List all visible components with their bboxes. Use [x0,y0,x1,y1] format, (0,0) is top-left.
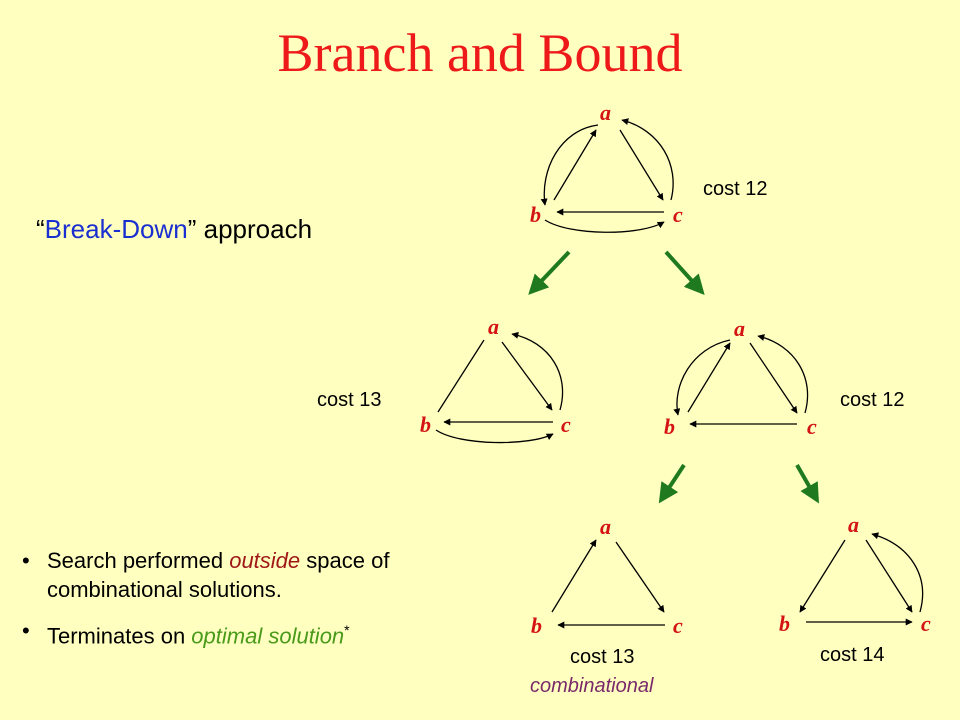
graph-node-leaf1: a b c cost 13 combinational [530,514,683,697]
bullet-item: • Search performed outside space of combi… [22,546,482,604]
edge-a-c [615,541,665,613]
graph-node-leaf2: a b c cost 14 [779,512,931,666]
bullet-emphasis: outside [229,548,301,573]
edge-c-a [871,532,924,613]
branch-arrow-left [528,250,571,295]
page-title: Branch and Bound [277,23,683,83]
vertex-label-a: a [600,100,611,125]
vertex-label-a: a [488,314,499,339]
approach-quoted: Break-Down [44,214,188,244]
edge-a-b [673,339,731,416]
bullet-text: space of combinational solutions. [47,548,390,602]
edge-a-c [501,341,553,411]
vertex-label-c: c [807,414,817,439]
edge-b-c [544,219,665,233]
edge-b-a [687,342,731,413]
bullet-item: • Terminates on optimal solution* [22,616,482,650]
graph-node-root: a b c cost 12 [530,100,767,233]
graph-node-left: a b c cost 13 [317,314,571,444]
vertex-label-c: c [921,611,931,636]
bullet-icon: • [22,618,30,643]
cost-label: cost 13 [570,646,634,668]
combinational-note: combinational [530,675,654,697]
vertex-label-b: b [530,202,541,227]
cost-label: cost 13 [317,389,381,411]
vertex-label-b: b [664,414,675,439]
edge-c-a [757,334,809,414]
cost-label: cost 14 [820,644,884,666]
approach-label: “Break-Down” approach [36,214,313,244]
bullet-list: • Search performed outside space of combi… [22,546,482,662]
edge-a-b [437,339,485,413]
bullet-text: Search performed [47,548,230,573]
vertex-label-c: c [561,412,571,437]
vertex-label-c: c [673,613,683,638]
branch-arrow-left [658,463,686,504]
edge-b-a [553,129,597,201]
branch-arrow-right [664,250,705,295]
vertex-label-a: a [600,514,611,539]
edge-a-b [540,124,599,206]
vertex-label-a: a [848,512,859,537]
vertex-label-b: b [531,613,542,638]
bullet-emphasis: optimal solution [191,623,345,649]
edge-a-c [865,539,913,613]
vertex-label-c: c [673,202,683,227]
footnote-marker: * [344,622,350,638]
edge-c-a [621,118,674,201]
branch-arrow-right [795,464,819,504]
vertex-label-b: b [420,412,431,437]
edge-a-b [799,539,846,613]
approach-rest: approach [196,214,313,244]
bullet-text: Terminates on [47,623,192,649]
cost-label: cost 12 [703,178,767,200]
cost-label: cost 12 [840,389,904,411]
edge-b-c [435,429,554,444]
edge-a-c [619,129,664,201]
bullet-icon: • [22,548,30,573]
vertex-label-b: b [779,611,790,636]
edge-b-a [551,539,597,613]
graph-node-right: a b c cost 12 [664,316,904,439]
edge-c-a [511,331,564,411]
vertex-label-a: a [734,316,745,341]
edge-a-c [749,342,798,414]
